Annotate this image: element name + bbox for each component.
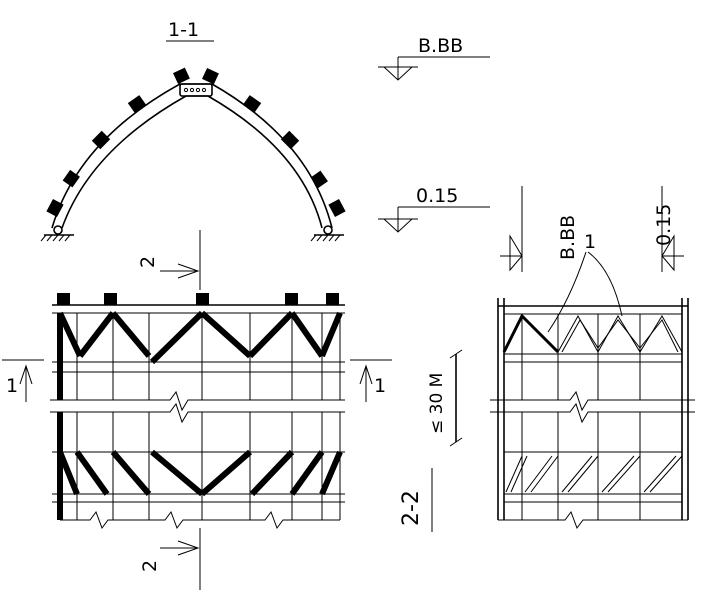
elevation-mark-top: B.BB	[378, 35, 490, 81]
svg-text:B.BB: B.BB	[418, 35, 463, 57]
spacing-dimension: ≤ 30 M	[427, 349, 463, 447]
section-2-2-view: B.BB 0.15 1	[399, 186, 695, 532]
left-elevation-view	[50, 293, 345, 530]
top-purlins	[57, 293, 339, 305]
svg-text:1: 1	[6, 375, 18, 397]
upper-bracing	[57, 310, 343, 365]
svg-text:1: 1	[374, 375, 386, 397]
section-2-cut-top: 2	[137, 230, 201, 290]
left-support	[40, 225, 74, 242]
elevation-mark-base: 0.15	[378, 185, 490, 233]
vertical-elevation-top: B.BB	[500, 186, 579, 272]
svg-text:0.15: 0.15	[416, 185, 458, 207]
arch-outer	[51, 83, 333, 229]
svg-text:2-2: 2-2	[399, 490, 424, 526]
right-support	[310, 225, 344, 242]
svg-text:1: 1	[584, 231, 596, 253]
section-2-2-grid	[504, 313, 682, 520]
section-2-2-upper-bracing	[502, 313, 683, 354]
svg-text:2: 2	[139, 560, 161, 572]
section-1-cut-left: 1	[2, 359, 44, 402]
section-2-cut-bottom: 2	[139, 528, 201, 590]
svg-text:≤ 30 M: ≤ 30 M	[427, 373, 447, 434]
section-1-1-view: 1-1	[40, 19, 346, 242]
vertical-elevation-base: 0.15	[653, 186, 684, 272]
lower-bracing	[57, 449, 343, 497]
callout-1: 1	[547, 231, 623, 333]
section-2-2-lower-bracing	[505, 455, 683, 493]
section-2-2-label: 2-2	[399, 468, 433, 532]
section-1-cut-right: 1	[350, 359, 392, 402]
break-line-left-mid-1	[50, 390, 345, 412]
svg-text:B.BB: B.BB	[557, 215, 579, 260]
section-2-2-frame	[497, 298, 689, 520]
break-line-left-mid-2	[50, 402, 345, 424]
svg-text:0.15: 0.15	[653, 204, 675, 246]
arch-purlins	[46, 67, 346, 217]
arch-inner	[61, 95, 323, 229]
section-1-1-title: 1-1	[168, 19, 199, 41]
svg-text:2: 2	[137, 256, 159, 268]
break-line-left-bottom	[60, 510, 340, 530]
